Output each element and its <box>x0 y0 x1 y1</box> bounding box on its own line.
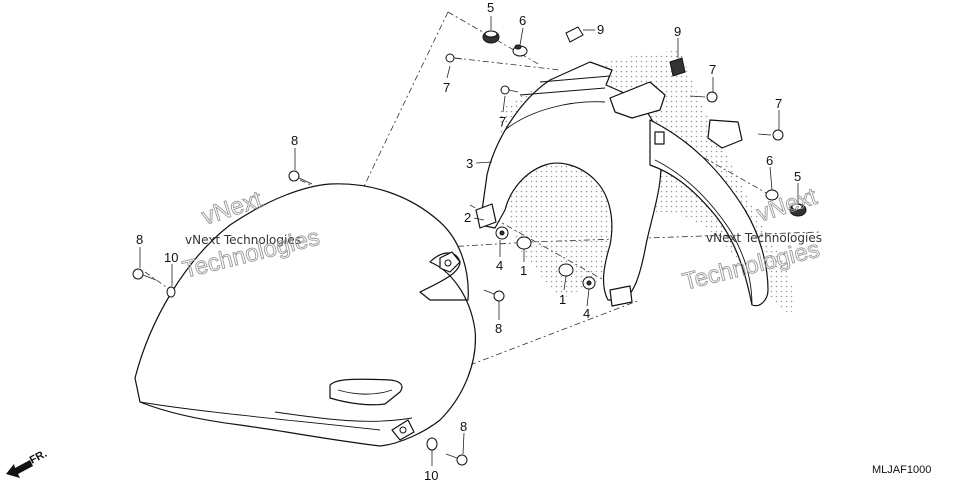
callout-c10a: 10 <box>164 250 178 265</box>
washer-10-left <box>166 286 176 298</box>
callout-c8c: 8 <box>495 321 502 336</box>
watermark-small-left: vNext Technologies <box>185 233 301 247</box>
callout-c7a: 7 <box>443 80 450 95</box>
watermark-small-right: vNext Technologies <box>706 231 822 245</box>
grommet-5-right <box>789 203 807 217</box>
callout-c5a: 5 <box>487 0 494 15</box>
callout-c1b: 1 <box>559 292 566 307</box>
callout-c9a: 9 <box>597 22 604 37</box>
washer-10-bottom <box>426 437 438 451</box>
washer-4-left <box>495 226 509 240</box>
collar-1-left <box>516 236 532 250</box>
callout-c10b: 10 <box>424 468 438 482</box>
callout-c8a: 8 <box>291 133 298 148</box>
front-arrow-icon <box>6 460 33 478</box>
grommet-5-top <box>482 30 500 44</box>
front-fender <box>134 183 477 447</box>
clip-9-top <box>565 26 584 43</box>
bolt-8-top <box>288 170 313 185</box>
callout-c9b: 9 <box>674 24 681 39</box>
bolt-7-right <box>689 91 718 103</box>
bolt-8-bottom <box>445 453 468 466</box>
bolt-8-center <box>483 289 505 302</box>
callout-labels: 5 6 9 7 9 7 7 7 3 8 6 5 2 4 1 8 10 1 4 8… <box>136 0 801 482</box>
callout-c1a: 1 <box>520 263 527 278</box>
bolt-7-far <box>757 129 784 141</box>
callout-c8d: 8 <box>460 419 467 434</box>
bolt-7-left <box>445 53 463 63</box>
inner-fender <box>475 50 794 315</box>
diagram-code: MLJAF1000 <box>872 464 931 476</box>
callout-c7d: 7 <box>499 114 506 129</box>
watermark-big-right-1: vNext <box>754 183 821 228</box>
callout-c6b: 6 <box>766 153 773 168</box>
callout-c6a: 6 <box>519 13 526 28</box>
callout-leaders <box>139 16 799 466</box>
callout-c7c: 7 <box>775 96 782 111</box>
washer-4-right <box>582 276 596 290</box>
callout-c2: 2 <box>464 210 471 225</box>
callout-c5b: 5 <box>794 169 801 184</box>
bolt-8-left <box>132 268 157 281</box>
callout-c4b: 4 <box>583 306 590 321</box>
callout-c7b: 7 <box>709 62 716 77</box>
collar-1-right <box>558 263 574 277</box>
front-direction-indicator: FR. <box>6 448 49 478</box>
front-label: FR. <box>28 448 49 467</box>
collar-6-top <box>512 44 528 57</box>
clip-9-right <box>669 57 686 77</box>
callout-c8b: 8 <box>136 232 143 247</box>
callout-c4a: 4 <box>496 258 503 273</box>
bolt-7-mid <box>500 85 519 95</box>
callout-c3: 3 <box>466 156 473 171</box>
